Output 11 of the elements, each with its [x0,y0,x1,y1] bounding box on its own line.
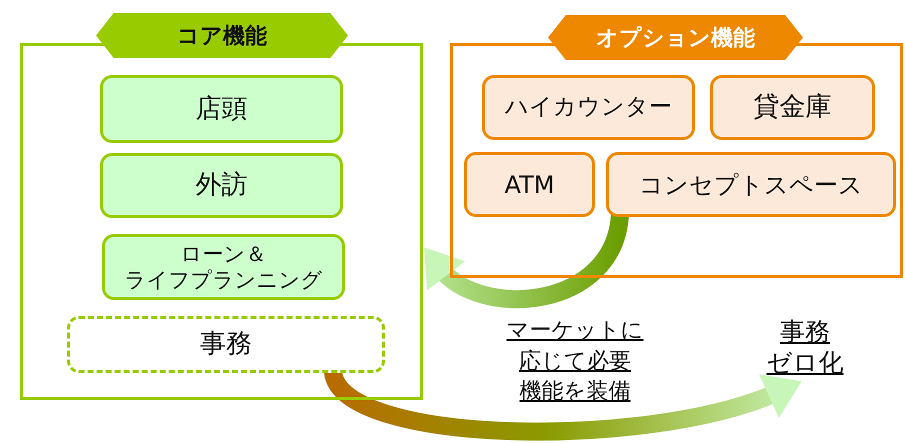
function-box: ハイカウンター [482,75,695,140]
function-box: ローン＆ライフプランニング [102,234,345,300]
function-box: 貸金庫 [710,75,875,140]
heading-banner: オプション機能 [548,15,803,60]
function-box: 店頭 [100,75,343,143]
result-text: 事務ゼロ化 [766,316,844,379]
function-box: ATM [464,152,595,217]
function-box: 外訪 [100,153,343,218]
dashed-box: 事務 [67,316,385,373]
function-box: コンセプトスペース [606,152,896,217]
heading-banner: コア機能 [96,13,348,58]
